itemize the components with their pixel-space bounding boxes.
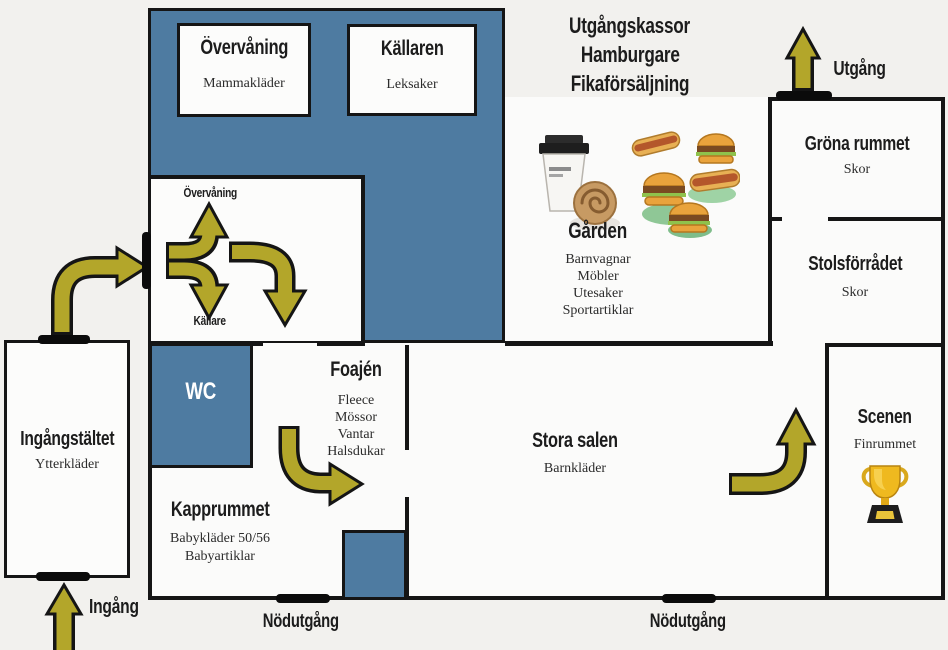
garden-item: Möbler <box>577 269 619 284</box>
grona-stols-divider-left <box>768 217 782 221</box>
door-utgang <box>776 91 832 100</box>
room-wc <box>149 343 253 468</box>
arrow-utgang <box>784 25 822 91</box>
room-grona-rummet-title: Gröna rummet <box>804 133 910 155</box>
garden-item: Barnvagnar <box>565 252 631 267</box>
room-ingangstaltet-title: Ingångstältet <box>19 428 115 450</box>
nodutgang-left-label: Nödutgång <box>262 611 340 632</box>
header-line-3: Fikaförsäljning <box>570 71 690 96</box>
hamburgers-hotdogs-image <box>631 131 740 238</box>
room-kapprummet-items: Babykläder 50/56 Babyartiklar <box>145 530 295 566</box>
room-scenen-title: Scenen <box>857 406 913 428</box>
foajen-item: Fleece <box>337 393 375 408</box>
arrow-to-entrance-door <box>51 245 150 336</box>
room-stora-salen-title: Stora salen <box>532 429 618 452</box>
door-ingangstaltet-top <box>38 335 90 344</box>
room-scenen-subtitle: Finrummet <box>853 437 917 452</box>
small-blue-box <box>342 530 407 600</box>
door-ingangstaltet-bottom <box>36 572 90 581</box>
room-wc-title: WC <box>185 378 217 405</box>
door-emergency-exit-right <box>662 594 716 603</box>
arrow-ingang <box>44 582 84 650</box>
room-stora-salen-subtitle: Barnkläder <box>543 461 607 476</box>
foajen-item: Mössor <box>334 410 377 425</box>
room-foajen-title: Foajén <box>330 358 382 381</box>
header-line-2: Hamburgare <box>580 42 680 67</box>
stora-salen-wall-left-upper <box>405 345 409 450</box>
stairwell-up-label: Övervåning <box>183 185 237 200</box>
grona-stols-divider-right <box>828 217 945 221</box>
kapprummet-item: Babykläder 50/56 <box>170 531 270 546</box>
ingang-label: Ingång <box>89 596 139 618</box>
stairwell-wall-top <box>151 175 365 179</box>
stairwell-wall-bottom-right <box>317 341 365 346</box>
stairwell-down-label: Källare <box>193 313 227 328</box>
room-garden-items: Barnvagnar Möbler Utesaker Sportartiklar <box>528 251 668 319</box>
garden-item: Utesaker <box>573 286 623 301</box>
room-kallaren-subtitle: Leksaker <box>386 77 438 92</box>
stora-salen-wall-left-lower <box>405 497 409 600</box>
building-wall-left <box>148 343 152 600</box>
room-foajen-items: Fleece Mössor Vantar Halsdukar <box>296 392 416 460</box>
room-stolsforradet-subtitle: Skor <box>841 285 869 300</box>
header-line-1: Utgångskassor <box>569 13 691 38</box>
nodutgang-right-label: Nödutgång <box>649 611 727 632</box>
scenen-wall-top <box>825 343 945 347</box>
kapprummet-item: Babyartiklar <box>185 549 255 564</box>
room-ingangstaltet-subtitle: Ytterkläder <box>35 457 99 472</box>
building-wall-bottom <box>148 596 945 600</box>
foajen-item: Halsdukar <box>327 444 385 459</box>
room-grona-rummet-subtitle: Skor <box>843 162 871 177</box>
garden-item: Sportartiklar <box>562 303 634 318</box>
room-kapprummet-title: Kapprummet <box>170 498 270 521</box>
utgang-label: Utgång <box>833 58 886 80</box>
scenen-wall-left <box>825 343 829 600</box>
foajen-item: Vantar <box>337 427 375 442</box>
coffee-and-bun-image <box>539 135 620 230</box>
door-emergency-exit-left <box>276 594 330 603</box>
right-column-wall-right <box>941 97 945 600</box>
room-garden-title: Gården <box>568 218 628 243</box>
room-overvaning-subtitle: Mammakläder <box>203 76 285 91</box>
stairwell-wall-right <box>361 175 365 345</box>
room-kallaren <box>347 24 477 116</box>
room-kallaren-title: Källaren <box>380 37 444 60</box>
room-overvaning-title: Övervåning <box>200 36 288 59</box>
room-ingangstaltet <box>4 340 130 578</box>
room-stolsforradet-title: Stolsförrådet <box>807 253 903 275</box>
right-column-wall-top <box>768 97 945 101</box>
room-overvaning <box>177 23 311 117</box>
garden-wall-bottom <box>505 341 773 346</box>
door-stairwell-entrance <box>142 232 151 289</box>
trophy-icon <box>861 465 909 523</box>
